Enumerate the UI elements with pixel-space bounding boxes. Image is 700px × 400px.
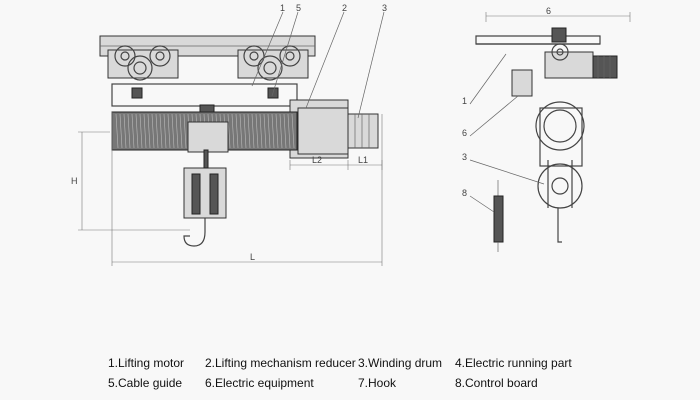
- callout-1: 1: [280, 3, 285, 13]
- dim-l1: L1: [358, 155, 368, 165]
- legend-item: 1.Lifting motor: [108, 356, 185, 370]
- legend-item: 3.Winding drum: [358, 356, 443, 370]
- callout-side-8: 8: [462, 188, 467, 198]
- side-view: 6: [462, 6, 631, 252]
- drum-side: [535, 101, 585, 209]
- hook-block: [183, 121, 229, 247]
- hoist-drawing: L2 L1 H L 1 5 2 3 6: [71, 3, 631, 266]
- callout-side-1: 1: [462, 96, 467, 106]
- parts-legend: 1.Lifting motor 2.Lifting mechanism redu…: [0, 348, 700, 400]
- legend-item: 4.Electric running part: [455, 356, 572, 370]
- lifting-motor: [297, 107, 379, 155]
- dim-l: L: [250, 252, 255, 262]
- callout-3: 3: [382, 3, 387, 13]
- legend-item: 6.Electric equipment: [205, 376, 314, 390]
- legend-item: 2.Lifting mechanism reducer: [205, 356, 356, 370]
- right-trolley-wheels: [237, 45, 309, 81]
- control-board: [493, 180, 504, 252]
- callout-side-3: 3: [462, 152, 467, 162]
- callout-top-6: 6: [546, 6, 551, 16]
- left-trolley-wheels: [107, 45, 179, 81]
- callout-side-6: 6: [462, 128, 467, 138]
- front-view: L2 L1 H L 1 5 2 3: [71, 3, 387, 266]
- running-motor: [544, 51, 618, 79]
- dim-h: H: [71, 176, 78, 186]
- electric-box: [511, 69, 533, 97]
- callout-5: 5: [296, 3, 301, 13]
- legend-item: 5.Cable guide: [108, 376, 183, 390]
- callout-2: 2: [342, 3, 347, 13]
- legend-item: 7.Hook: [358, 376, 397, 390]
- legend-item: 8.Control board: [455, 376, 538, 390]
- dim-l2: L2: [312, 155, 322, 165]
